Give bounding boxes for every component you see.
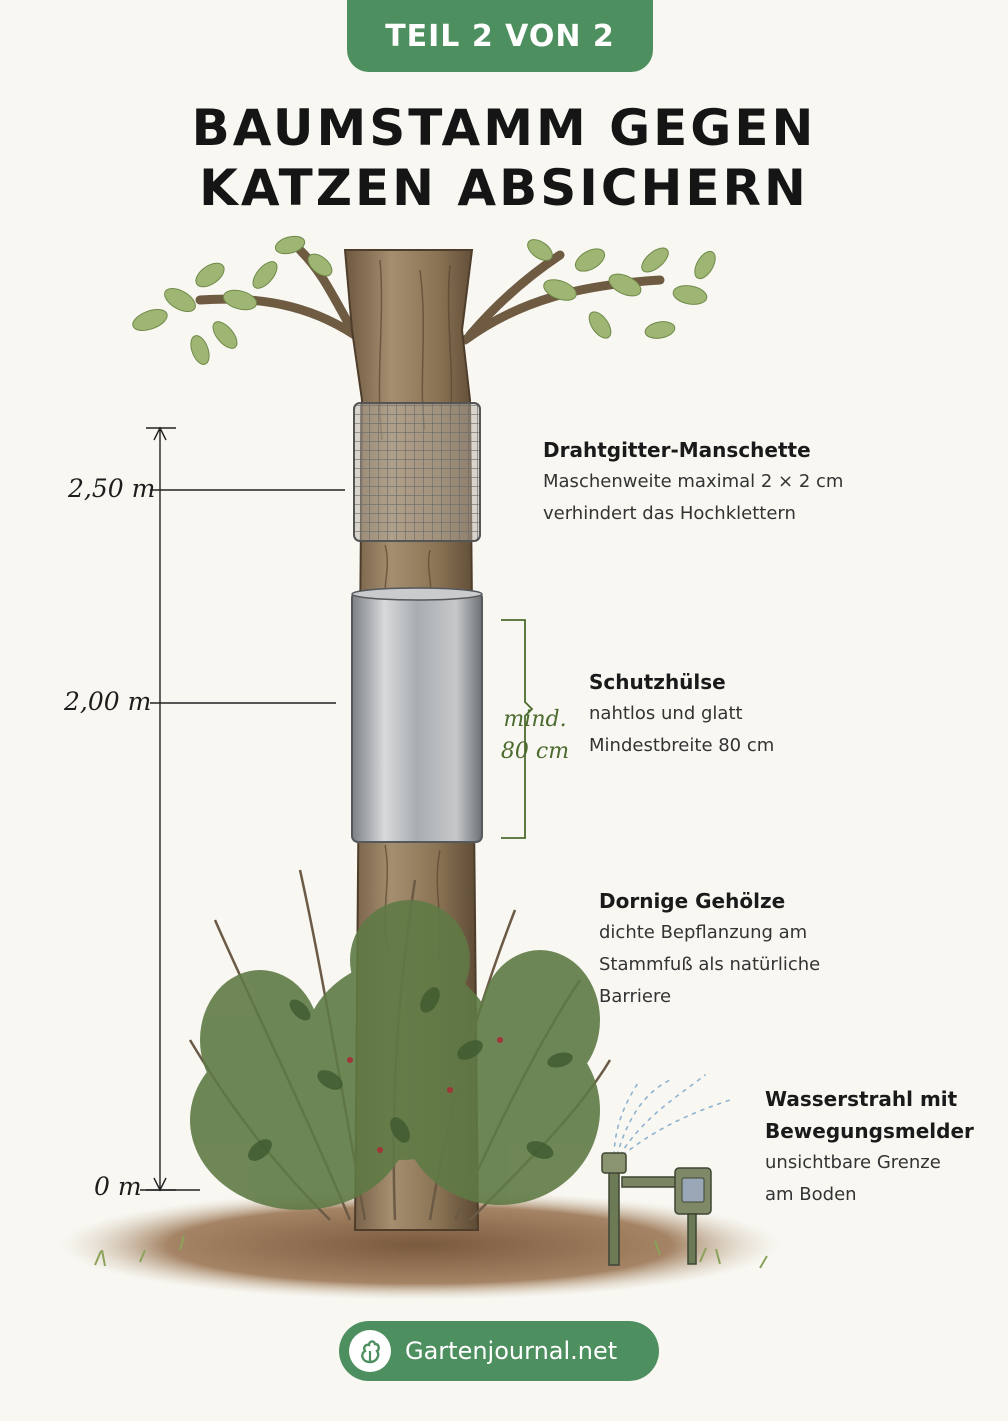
callout-wire-title: Drahtgitter-Manschette xyxy=(543,438,811,462)
callout-sleeve: Schutzhülse nahtlos und glatt Mindestbre… xyxy=(589,666,774,762)
callout-thorns-line-2: Stammfuß als natürliche xyxy=(599,954,821,975)
wire-mesh-cuff xyxy=(353,402,481,542)
sprinkler-device xyxy=(601,1074,731,1266)
callout-water: Wasserstrahl mit Bewegungsmelder unsicht… xyxy=(765,1083,974,1211)
height-scale xyxy=(140,426,345,1192)
part-tab: TEIL 2 VON 2 xyxy=(347,0,653,72)
leaves xyxy=(132,235,716,365)
plant-logo-icon xyxy=(349,1330,391,1372)
thorny-bush xyxy=(188,869,612,1221)
callout-sleeve-line-1: nahtlos und glatt xyxy=(589,703,743,724)
callout-water-line-2: am Boden xyxy=(765,1184,857,1205)
sleeve-min-line-2: 80 cm xyxy=(500,739,570,764)
page-title: BAUMSTAMM GEGEN KATZEN ABSICHERN xyxy=(0,98,1008,218)
callout-water-title-2: Bewegungsmelder xyxy=(765,1119,974,1143)
sleeve-bracket xyxy=(501,619,534,839)
grass-tufts xyxy=(94,1235,768,1269)
scale-mark-0: 0 m xyxy=(94,1172,142,1201)
callout-wire-mesh: Drahtgitter-Manschette Maschenweite maxi… xyxy=(543,434,843,530)
title-line-1: BAUMSTAMM GEGEN xyxy=(191,99,817,157)
callout-wire-line-1: Maschenweite maximal 2 × 2 cm xyxy=(543,471,844,492)
callout-thorns-line-3: Barriere xyxy=(599,986,672,1007)
metal-sleeve xyxy=(351,587,483,843)
sleeve-min-line-1: mind. xyxy=(503,707,567,732)
callout-water-title-1: Wasserstrahl mit xyxy=(765,1087,958,1111)
callout-thorns-line-1: dichte Bepflanzung am xyxy=(599,922,808,943)
callout-thorns-title: Dornige Gehölze xyxy=(599,889,786,913)
brand-name: Gartenjournal.net xyxy=(405,1337,618,1365)
callout-thorns: Dornige Gehölze dichte Bepflanzung am St… xyxy=(599,885,820,1013)
scale-mark-250: 2,50 m xyxy=(68,474,156,503)
callout-sleeve-line-2: Mindestbreite 80 cm xyxy=(589,735,775,756)
callout-wire-line-2: verhindert das Hochklettern xyxy=(543,503,796,524)
soil-mound xyxy=(60,1190,780,1300)
callout-sleeve-title: Schutzhülse xyxy=(589,670,726,694)
sleeve-min-label: mind. 80 cm xyxy=(496,704,574,768)
callout-water-line-1: unsichtbare Grenze xyxy=(765,1152,941,1173)
scale-mark-200: 2,00 m xyxy=(64,687,152,716)
title-line-2: KATZEN ABSICHERN xyxy=(199,159,809,217)
brand-footer[interactable]: Gartenjournal.net xyxy=(339,1321,659,1381)
